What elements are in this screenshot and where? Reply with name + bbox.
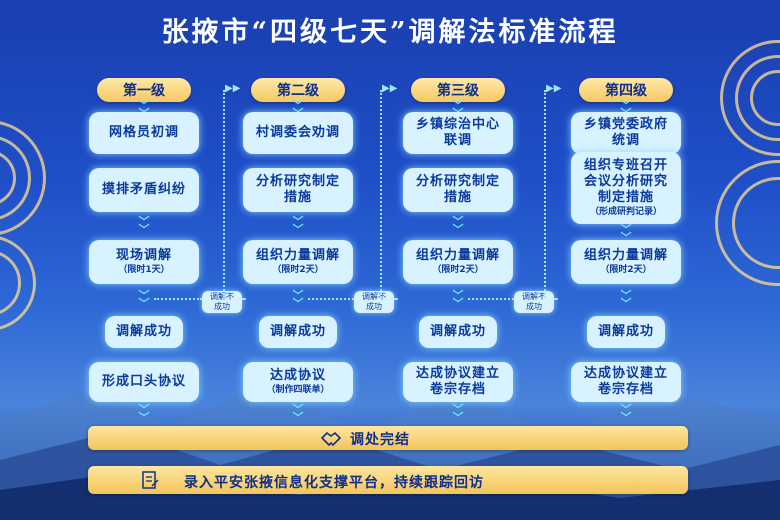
level-2-step3-box: 组织力量调解 （限时2天） (243, 240, 353, 284)
fail-connector (554, 298, 558, 302)
level-1-result-text: 形成口头协议 (101, 374, 186, 389)
complete-label: 调处完结 (350, 432, 410, 448)
level-2-start-text: 村调委会劝调 (255, 125, 340, 140)
level-3-start-box: 乡镇综治中心联调 (403, 112, 513, 154)
level-3-success-box: 调解成功 (419, 316, 497, 348)
level-4-result-box: 达成协议建立卷宗存档 (571, 362, 681, 402)
level-2-success-box: 调解成功 (259, 316, 337, 348)
chevron-down-icon: ﹀﹀ (452, 215, 464, 236)
level-1-step2-text: 摸排矛盾纠纷 (101, 182, 186, 197)
level-2-result_sub-text: （制作四联单） (266, 385, 330, 395)
level-2-result-box: 达成协议 （制作四联单） (243, 362, 353, 402)
chevron-down-icon: ﹀﹀ (620, 223, 632, 244)
escalation-connector (544, 90, 548, 298)
escalation-connector (380, 90, 384, 298)
level-1-start-box: 网格员初调 (89, 112, 199, 154)
fail-connector (242, 298, 246, 302)
fail-connector (154, 298, 202, 302)
fail-connector (468, 298, 514, 302)
level-4-step2-text: 组织专班召开会议分析研究制定措施 (583, 158, 668, 205)
level-4-step3-text: 组织力量调解 (583, 248, 668, 263)
fail-label: 调解不成功 (362, 292, 386, 311)
level-3-step2-text: 分析研究制定措施 (415, 174, 500, 205)
level-3-start-text: 乡镇综治中心联调 (415, 117, 500, 148)
level-2-result-text: 达成协议 (269, 368, 326, 383)
page-title: 张掖市“四级七天”调解法标准流程 (161, 17, 619, 48)
level-4-result-text: 达成协议建立卷宗存档 (583, 366, 668, 397)
level-1-step2-box: 摸排矛盾纠纷 (89, 168, 199, 212)
arrow-right-icon: ▶▶ (546, 83, 562, 94)
fail-label: 调解不成功 (210, 292, 234, 311)
fail-box: 调解不成功 (354, 291, 394, 313)
level-1-success-box: 调解成功 (105, 316, 183, 348)
level-4-step2_sub-text: （形成研判记录） (589, 207, 662, 217)
level-1-success-text: 调解成功 (115, 324, 172, 339)
level-4-success-text: 调解成功 (597, 324, 654, 339)
level-2-success-text: 调解成功 (269, 324, 326, 339)
level-2-step2-text: 分析研究制定措施 (255, 174, 340, 205)
escalation-connector (223, 90, 227, 298)
level-4-step3_sub-text: （限时2天） (600, 265, 652, 275)
level-3-result-text: 达成协议建立卷宗存档 (415, 366, 500, 397)
level-3-step3-box: 组织力量调解 （限时2天） (403, 240, 513, 284)
level-1-result-box: 形成口头协议 (89, 362, 199, 402)
final-label: 录入平安张掖信息化支撑平台，持续跟踪回访 (184, 475, 484, 491)
level-1-start-text: 网格员初调 (108, 125, 179, 140)
complete-bar: 调处完结 (88, 426, 688, 450)
fail-label: 调解不成功 (522, 292, 546, 311)
fail-connector (394, 298, 398, 302)
fail-box: 调解不成功 (514, 291, 554, 313)
chevron-down-icon: ﹀﹀ (292, 403, 304, 424)
level-4-start-text: 乡镇党委政府统调 (583, 117, 668, 148)
level-2-step2-box: 分析研究制定措施 (243, 168, 353, 212)
level-1-step3-text: 现场调解 (115, 248, 172, 263)
chevron-down-icon: ﹀﹀ (138, 215, 150, 236)
level-header: 第三级 (411, 78, 505, 102)
chevron-down-icon: ﹀﹀ (138, 403, 150, 424)
handshake-icon (320, 429, 342, 451)
chevron-down-icon: ﹀﹀ (620, 403, 632, 424)
final-bar: 录入平安张掖信息化支撑平台，持续跟踪回访 (88, 466, 688, 494)
chevron-down-icon: ﹀﹀ (292, 215, 304, 236)
fail-box: 调解不成功 (202, 291, 242, 313)
chevron-down-icon: ﹀﹀ (620, 289, 632, 310)
level-2-start-box: 村调委会劝调 (243, 112, 353, 154)
fail-connector (308, 298, 354, 302)
arrow-right-icon: ▶▶ (382, 83, 398, 94)
level-4-start-box: 乡镇党委政府统调 (571, 112, 681, 154)
level-1-step3-box: 现场调解 （限时1天） (89, 240, 199, 284)
level-4-success-box: 调解成功 (587, 316, 665, 348)
level-3-step3_sub-text: （限时2天） (432, 265, 484, 275)
level-4-step3-box: 组织力量调解 （限时2天） (571, 240, 681, 284)
level-2-step3-text: 组织力量调解 (255, 248, 340, 263)
arrow-right-icon: ▶▶ (225, 83, 241, 94)
level-header: 第二级 (251, 78, 345, 102)
level-header: 第四级 (579, 78, 673, 102)
document-icon (140, 470, 160, 494)
level-2-step3_sub-text: （限时2天） (272, 265, 324, 275)
chevron-down-icon: ﹀﹀ (292, 289, 304, 310)
level-4-step2-box: 组织专班召开会议分析研究制定措施 （形成研判记录） (571, 152, 681, 224)
chevron-down-icon: ﹀﹀ (138, 289, 150, 310)
chevron-down-icon: ﹀﹀ (452, 289, 464, 310)
level-3-result-box: 达成协议建立卷宗存档 (403, 362, 513, 402)
level-3-success-text: 调解成功 (429, 324, 486, 339)
level-3-step2-box: 分析研究制定措施 (403, 168, 513, 212)
chevron-down-icon: ﹀﹀ (452, 403, 464, 424)
level-header: 第一级 (97, 78, 191, 102)
level-3-step3-text: 组织力量调解 (415, 248, 500, 263)
level-1-step3_sub-text: （限时1天） (118, 265, 170, 275)
